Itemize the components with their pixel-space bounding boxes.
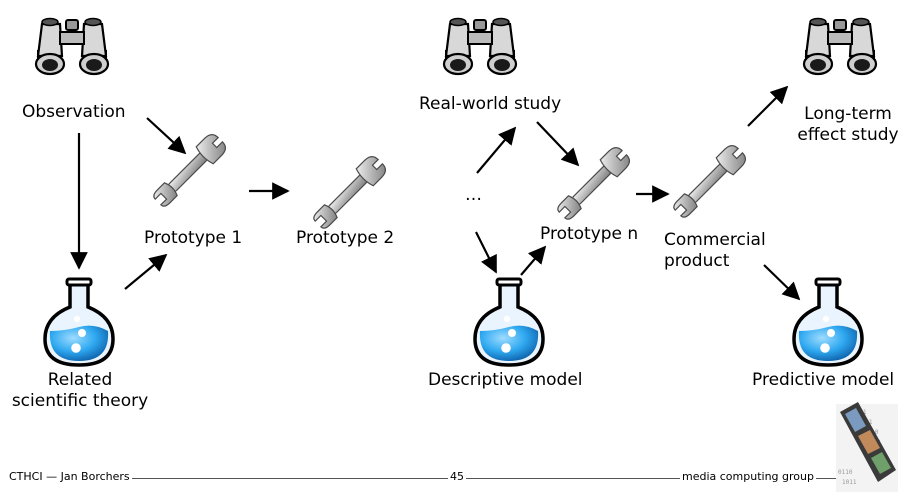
arrow-ellipsis-to-descriptive	[475, 231, 497, 274]
prototype-n-label: Prototype n	[540, 224, 639, 244]
wrench-icon-prototype-n	[552, 143, 634, 225]
descriptive-model-label: Descriptive model	[428, 370, 583, 390]
predictive-model-label: Predictive model	[752, 370, 895, 390]
long-term-study-label: Long-term effect study	[797, 104, 899, 145]
svg-text:0110: 0110	[838, 469, 853, 476]
flask-icon-predictive-model	[792, 277, 864, 367]
real-world-study-label: Real-world study	[419, 94, 562, 114]
flask-icon-descriptive-model	[473, 277, 545, 367]
page-number: 45	[448, 470, 466, 483]
commercial-product-label: Commercial product	[664, 230, 766, 271]
binoculars-icon-long-term-study	[802, 17, 878, 76]
wrench-icon-prototype-2	[308, 152, 390, 234]
wrench-icon-prototype-1	[148, 130, 230, 212]
prototype-1-label: Prototype 1	[144, 228, 243, 248]
footer-author: CTHCI — Jan Borchers	[9, 470, 132, 483]
arrow-commercial-to-long-term	[747, 85, 789, 127]
arrow-real-world-to-prototype-n	[536, 121, 580, 167]
arrow-ellipsis-to-real-world	[476, 126, 517, 174]
flask-icon-related-theory	[43, 277, 115, 367]
binoculars-icon-real-world-study	[442, 17, 518, 76]
observation-label: Observation	[22, 102, 126, 122]
footer-rule	[10, 478, 836, 479]
svg-text:1011: 1011	[842, 479, 857, 486]
arrow-observation-to-prototype-1	[146, 117, 187, 155]
prototype-2-label: Prototype 2	[296, 228, 395, 248]
ellipsis-label: …	[465, 185, 482, 205]
binoculars-icon-observation	[34, 17, 110, 76]
wrench-icon-commercial-product	[668, 141, 750, 223]
related-theory-label: Related scientific theory	[11, 370, 149, 411]
arrow-descriptive-to-prototype-n	[520, 245, 547, 276]
footer-group-name: media computing group	[680, 470, 816, 483]
arrow-commercial-to-predictive	[763, 264, 801, 301]
arrow-theory-to-prototype-1	[124, 253, 168, 290]
